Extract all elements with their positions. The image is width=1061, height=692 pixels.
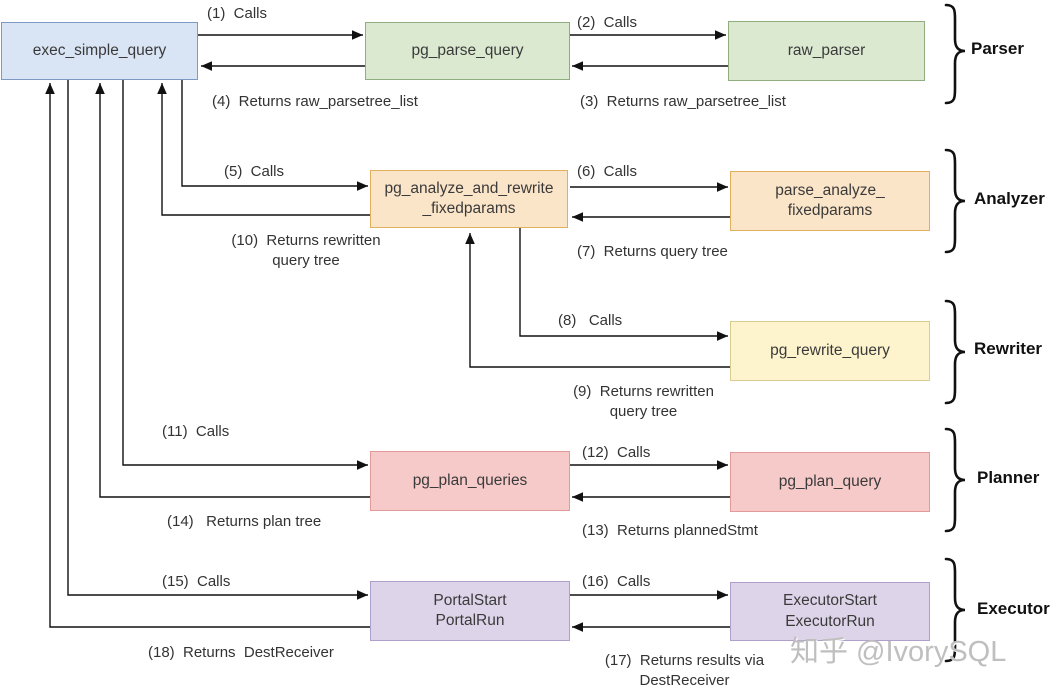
label-7-returns: (7) Returns query tree bbox=[577, 243, 728, 260]
box-pg-rewrite-query: pg_rewrite_query bbox=[730, 321, 930, 381]
box-parse-analyze-fixedparams: parse_analyze_ fixedparams bbox=[730, 171, 930, 231]
label-17-returns: (17) Returns results via DestReceiver bbox=[604, 652, 765, 690]
box-portalstart-portalrun: PortalStart PortalRun bbox=[370, 581, 570, 641]
brace-rewriter bbox=[944, 299, 966, 405]
box-exec-simple-query: exec_simple_query bbox=[1, 22, 198, 80]
section-label-planner: Planner bbox=[977, 468, 1040, 487]
label-15-calls: (15) Calls bbox=[162, 573, 231, 590]
label-6-calls: (6) Calls bbox=[577, 163, 638, 180]
section-label-rewriter: Rewriter bbox=[974, 339, 1043, 358]
label-11-calls: (11) Calls bbox=[162, 423, 230, 440]
box-pg-parse-query: pg_parse_query bbox=[365, 22, 570, 80]
box-raw-parser: raw_parser bbox=[728, 21, 925, 81]
brace-analyzer bbox=[944, 148, 966, 254]
label-9-returns: (9) Returns rewritten query tree bbox=[573, 383, 714, 421]
brace-parser bbox=[944, 3, 966, 105]
section-label-analyzer: Analyzer bbox=[974, 189, 1045, 208]
label-8-calls: (8) Calls bbox=[558, 312, 623, 329]
arrow-18-returns bbox=[45, 83, 370, 628]
brace-planner bbox=[944, 427, 966, 533]
label-5-calls: (5) Calls bbox=[224, 163, 285, 180]
section-label-executor: Executor bbox=[977, 599, 1050, 618]
box-pg-analyze-and-rewrite-fixedparams: pg_analyze_and_rewrite _fixedparams bbox=[370, 170, 568, 228]
arrow-11-calls bbox=[122, 80, 368, 470]
watermark-text: 知乎 @IvorySQL bbox=[790, 636, 1007, 668]
label-10-returns: (10) Returns rewritten query tree bbox=[231, 232, 381, 270]
label-1-calls: (1) Calls bbox=[207, 5, 268, 22]
section-label-parser: Parser bbox=[971, 39, 1024, 58]
arrow-14-returns bbox=[95, 83, 370, 498]
box-pg-plan-query: pg_plan_query bbox=[730, 452, 930, 512]
label-2-calls: (2) Calls bbox=[577, 14, 638, 31]
label-14-returns: (14) Returns plan tree bbox=[167, 513, 322, 530]
label-18-returns: (18) Returns DestReceiver bbox=[148, 644, 334, 661]
label-16-calls: (16) Calls bbox=[582, 573, 651, 590]
label-4-returns: (4) Returns raw_parsetree_list bbox=[212, 93, 418, 110]
label-13-returns: (13) Returns plannedStmt bbox=[582, 522, 758, 539]
label-3-returns: (3) Returns raw_parsetree_list bbox=[580, 93, 786, 110]
label-12-calls: (12) Calls bbox=[582, 444, 651, 461]
box-pg-plan-queries: pg_plan_queries bbox=[370, 451, 570, 511]
box-executorstart-executorrun: ExecutorStart ExecutorRun bbox=[730, 582, 930, 641]
